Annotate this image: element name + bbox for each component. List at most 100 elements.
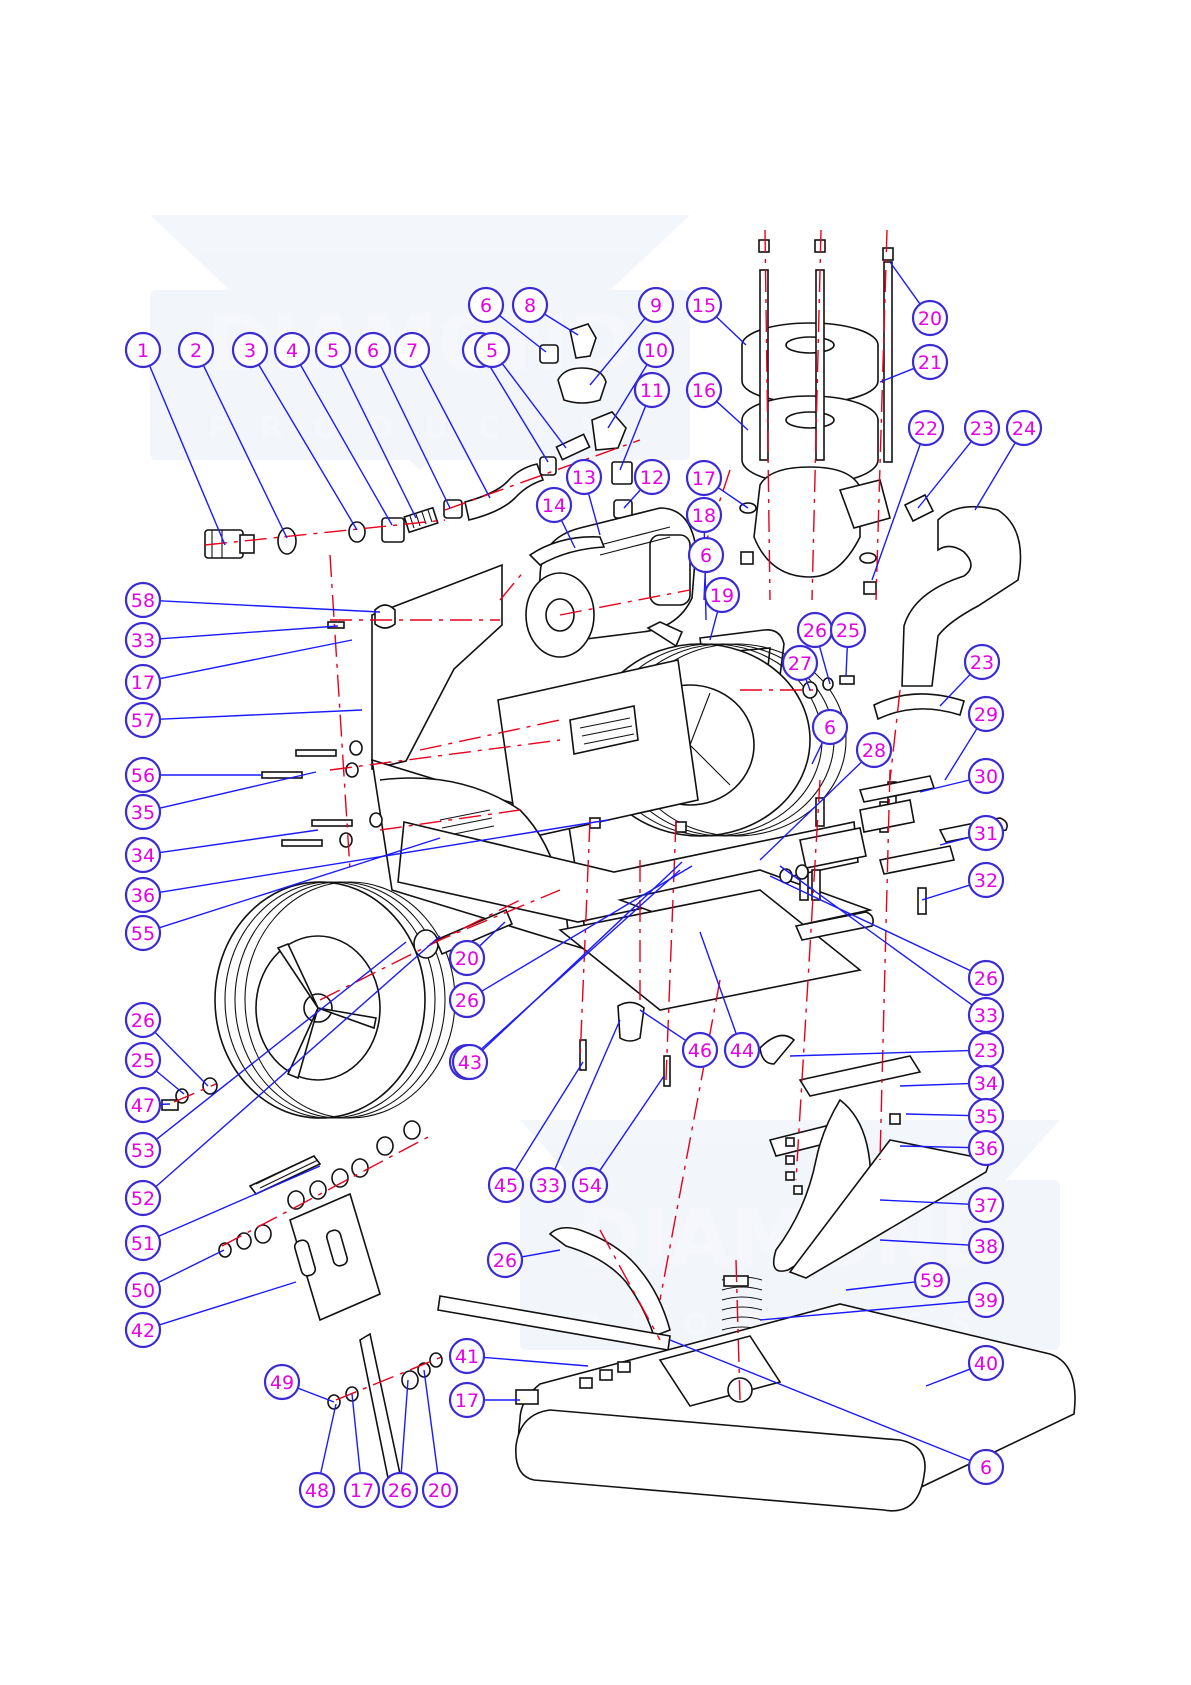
callout-11: 11	[635, 373, 669, 407]
callout-5: 5	[475, 333, 509, 367]
callout-number: 59	[920, 1270, 944, 1292]
callout-number: 33	[974, 1005, 998, 1027]
callout-26: 26	[969, 961, 1003, 995]
leader-line-15	[716, 317, 746, 345]
callout-6: 6	[969, 1450, 1003, 1484]
callout-38: 38	[969, 1229, 1003, 1263]
callout-25: 25	[831, 613, 865, 647]
leader-line-26	[401, 1380, 408, 1473]
callout-35: 35	[969, 1099, 1003, 1133]
nut-22	[864, 582, 876, 594]
callout-number: 5	[486, 340, 498, 362]
nut-4	[382, 518, 404, 542]
callout-29: 29	[969, 697, 1003, 731]
callout-number: 33	[131, 630, 155, 652]
callout-number: 35	[974, 1106, 998, 1128]
callout-21: 21	[913, 345, 947, 379]
callout-number: 20	[428, 1480, 452, 1502]
clamp-23a	[905, 495, 933, 521]
leader-line-48	[321, 1404, 336, 1473]
callout-number: 17	[350, 1480, 374, 1502]
callout-39: 39	[969, 1283, 1003, 1317]
callout-26: 26	[488, 1243, 522, 1277]
callout-number: 28	[862, 740, 886, 762]
callout-26: 26	[383, 1473, 417, 1507]
callout-41: 41	[450, 1339, 484, 1373]
callout-6: 6	[813, 710, 847, 744]
callout-34: 34	[126, 838, 160, 872]
callout-3: 3	[233, 333, 267, 367]
callout-number: 34	[974, 1073, 998, 1095]
callout-53: 53	[126, 1133, 160, 1167]
callout-8: 8	[513, 288, 547, 322]
callout-36: 36	[126, 878, 160, 912]
callout-20: 20	[913, 301, 947, 335]
callout-number: 13	[572, 467, 596, 489]
callout-number: 9	[650, 295, 662, 317]
washer-53	[414, 930, 438, 958]
callout-number: 57	[131, 710, 155, 732]
callout-number: 2	[190, 340, 202, 362]
callout-59: 59	[915, 1263, 949, 1297]
clamp-23b	[874, 694, 964, 719]
leader-line-58	[160, 601, 380, 612]
callout-number: 6	[480, 295, 492, 317]
callout-number: 35	[131, 802, 155, 824]
callout-51: 51	[126, 1226, 160, 1260]
callout-52: 52	[126, 1181, 160, 1215]
callout-33: 33	[126, 623, 160, 657]
callout-number: 55	[131, 923, 155, 945]
callout-number: 54	[578, 1175, 602, 1197]
callout-35: 35	[126, 795, 160, 829]
callout-number: 36	[974, 1138, 998, 1160]
callout-number: 20	[918, 308, 942, 330]
callout-number: 49	[270, 1372, 294, 1394]
callout-50: 50	[126, 1273, 160, 1307]
callout-number: 36	[131, 885, 155, 907]
callout-34: 34	[969, 1066, 1003, 1100]
callout-44: 44	[725, 1033, 759, 1067]
callout-23: 23	[969, 1033, 1003, 1067]
callout-33: 33	[531, 1168, 565, 1202]
callout-16: 16	[687, 373, 721, 407]
callout-17: 17	[126, 665, 160, 699]
callout-number: 43	[458, 1052, 482, 1074]
callout-14: 14	[537, 488, 571, 522]
callout-10: 10	[639, 333, 673, 367]
callout-number: 11	[640, 380, 664, 402]
clamp-6c	[540, 345, 558, 363]
callout-25: 25	[126, 1043, 160, 1077]
washer-3	[349, 522, 365, 542]
callout-number: 38	[974, 1236, 998, 1258]
callout-number: 56	[131, 765, 155, 787]
callout-13: 13	[567, 460, 601, 494]
callout-number: 46	[688, 1040, 712, 1062]
callout-number: 23	[974, 1040, 998, 1062]
callout-number: 17	[455, 1390, 479, 1412]
leader-line-35	[906, 1114, 969, 1116]
callout-31: 31	[969, 816, 1003, 850]
fitting-18	[648, 622, 682, 646]
callout-number: 19	[710, 585, 734, 607]
callout-number: 17	[692, 468, 716, 490]
callout-number: 6	[367, 340, 379, 362]
callout-1: 1	[126, 333, 160, 367]
callout-6: 6	[689, 538, 723, 572]
callout-17: 17	[345, 1473, 379, 1507]
callout-number: 41	[455, 1346, 479, 1368]
callout-20: 20	[450, 941, 484, 975]
callout-number: 8	[524, 295, 536, 317]
callout-24: 24	[1007, 411, 1041, 445]
callout-number: 16	[692, 380, 716, 402]
callout-number: 26	[803, 620, 827, 642]
callout-number: 45	[494, 1175, 518, 1197]
leader-line-26	[155, 1032, 208, 1086]
callout-18: 18	[687, 498, 721, 532]
callout-number: 26	[455, 990, 479, 1012]
clamp-23c	[760, 1036, 794, 1065]
callout-26: 26	[798, 613, 832, 647]
leader-line-49	[298, 1388, 334, 1402]
leader-line-32	[922, 885, 970, 900]
leader-line-20	[424, 1370, 438, 1473]
callout-20: 20	[423, 1473, 457, 1507]
